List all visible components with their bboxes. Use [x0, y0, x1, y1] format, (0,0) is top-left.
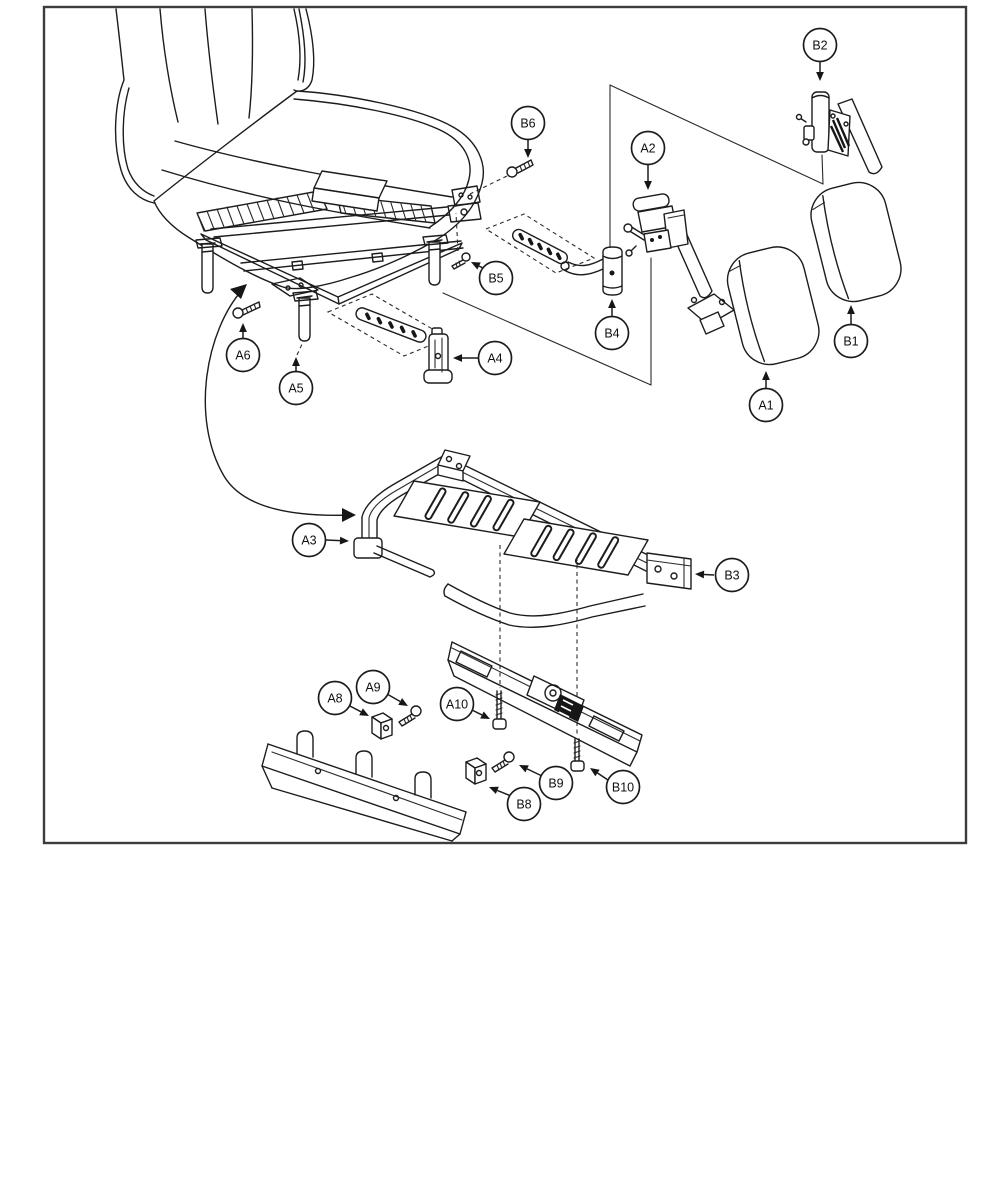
part-b2-receiver — [795, 91, 883, 175]
callout-A10: A10 — [439, 686, 490, 722]
callout-A6: A6 — [225, 323, 261, 373]
right-mount-rail-drawing — [447, 641, 643, 772]
callout-B6-arrow-icon — [524, 149, 532, 158]
callout-A2-arrow-icon — [644, 181, 652, 190]
callout-A1-label: A1 — [758, 399, 773, 413]
callout-B8-arrow-icon — [489, 786, 499, 795]
callout-B1-arrow-icon — [847, 305, 855, 314]
callout-B6-label: B6 — [520, 117, 535, 131]
callout-B2: B2 — [802, 27, 838, 81]
seat-frame-drawing — [353, 449, 692, 737]
callout-B5: B5 — [471, 260, 514, 296]
callout-A2-label: A2 — [640, 142, 655, 156]
callout-A6-label: A6 — [235, 349, 250, 363]
callout-A2: A2 — [630, 130, 666, 190]
callout-B5-label: B5 — [488, 272, 503, 286]
callout-B9-label: B9 — [548, 777, 563, 791]
part-a4-bracket — [326, 293, 453, 384]
callout-B3-arrow-icon — [695, 570, 705, 579]
callout-A8-arrow-icon — [359, 708, 369, 716]
seat-underside-drawing — [195, 170, 482, 342]
callout-B4: B4 — [594, 299, 630, 351]
callout-A1: A1 — [748, 371, 784, 423]
callout-A1-arrow-icon — [762, 371, 770, 380]
part-b4-receiver — [484, 213, 623, 296]
callout-A10-label: A10 — [446, 698, 468, 712]
assembly-direction-arrow — [204, 284, 356, 522]
part-a6-screw — [232, 301, 261, 319]
callout-A3-label: A3 — [301, 534, 316, 548]
part-b5-screw — [451, 212, 471, 270]
callout-B10: B10 — [590, 768, 641, 805]
part-b6-screw — [451, 159, 534, 207]
callout-A5-arrow-icon — [292, 357, 300, 366]
callout-B1-label: B1 — [843, 335, 858, 349]
callout-B8: B8 — [489, 786, 542, 822]
callout-A4-label: A4 — [487, 352, 502, 366]
callout-B8-label: B8 — [516, 798, 531, 812]
callout-B9-arrow-icon — [519, 765, 529, 773]
callout-A4-arrow-icon — [453, 354, 462, 362]
callout-B3-label: B3 — [724, 569, 739, 583]
callout-A3: A3 — [291, 522, 349, 558]
callout-B2-arrow-icon — [816, 72, 824, 81]
callout-B6: B6 — [510, 105, 546, 158]
callout-B4-label: B4 — [604, 327, 619, 341]
part-a2-receiver — [623, 193, 713, 299]
callout-B4-arrow-icon — [608, 299, 616, 308]
callout-B3: B3 — [695, 557, 750, 593]
callout-B9: B9 — [519, 765, 574, 801]
figure-border — [42, 5, 968, 845]
seat-drawing — [114, 8, 484, 290]
callout-B10-label: B10 — [612, 781, 634, 795]
callout-B2-label: B2 — [812, 39, 827, 53]
callout-A3-arrow-icon — [339, 536, 349, 545]
callout-A9-label: A9 — [365, 681, 380, 695]
reference-plane-lines — [442, 84, 824, 386]
a5-leader-dashes — [296, 341, 304, 356]
callout-A8-label: A8 — [327, 692, 342, 706]
callout-A4: A4 — [453, 340, 513, 376]
callout-A9: A9 — [355, 669, 408, 706]
left-mount-rail-drawing — [261, 705, 515, 842]
callout-A5: A5 — [278, 357, 314, 406]
callout-B1: B1 — [833, 305, 869, 359]
part-b1-armrest — [810, 181, 902, 303]
callout-A10-arrow-icon — [480, 711, 490, 719]
callout-A5-label: A5 — [288, 382, 303, 396]
callout-A6-arrow-icon — [239, 323, 247, 332]
callout-A9-arrow-icon — [398, 698, 408, 706]
callout-B5-arrow-icon — [471, 262, 481, 270]
callout-A8: A8 — [317, 680, 369, 716]
callout-B10-arrow-icon — [590, 768, 600, 777]
part-a1-armrest — [687, 246, 820, 366]
